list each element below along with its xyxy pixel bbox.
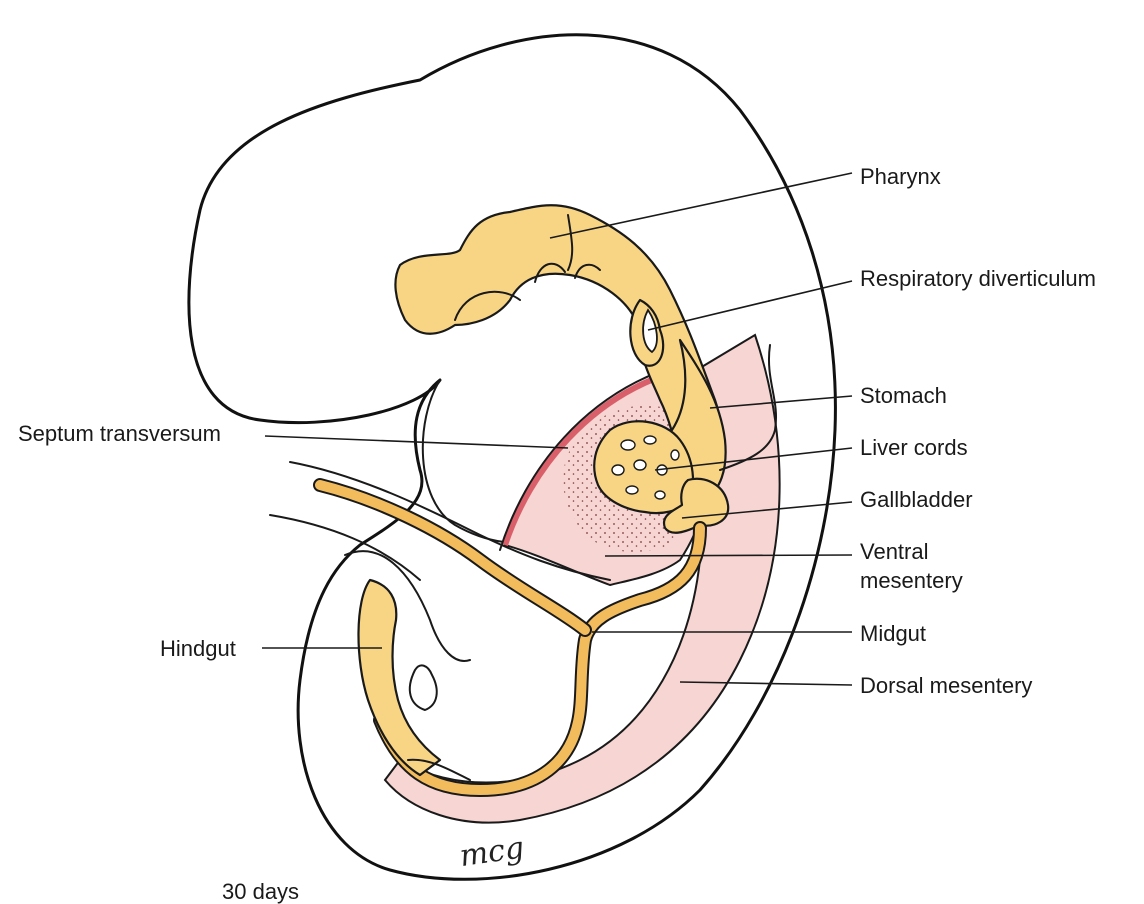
label-stomach: Stomach bbox=[860, 383, 947, 408]
label-ventral-mesentery-line2: mesentery bbox=[860, 568, 963, 593]
label-gallbladder: Gallbladder bbox=[860, 487, 973, 512]
label-liver-cords: Liver cords bbox=[860, 435, 968, 460]
label-septum-transversum: Septum transversum bbox=[18, 421, 221, 446]
leader-ventral-mesentery bbox=[605, 555, 852, 556]
label-pharynx: Pharynx bbox=[860, 164, 941, 189]
caption-age: 30 days bbox=[222, 879, 299, 904]
label-hindgut: Hindgut bbox=[160, 636, 236, 661]
label-ventral-mesentery-line1: Ventral bbox=[860, 539, 929, 564]
label-midgut: Midgut bbox=[860, 621, 926, 646]
label-respiratory-diverticulum: Respiratory diverticulum bbox=[860, 266, 1096, 291]
label-dorsal-mesentery: Dorsal mesentery bbox=[860, 673, 1032, 698]
